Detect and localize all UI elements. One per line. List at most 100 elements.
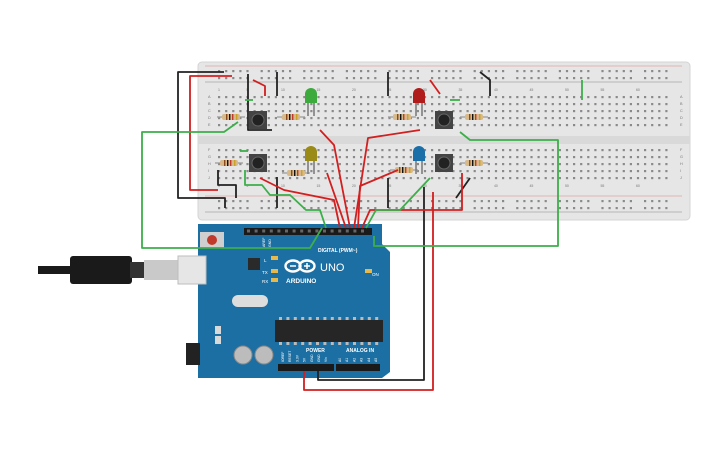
row-letter: H [680, 162, 683, 166]
column-number: 50 [565, 184, 569, 188]
column-number: 10 [281, 88, 285, 92]
wire-red-10 [361, 173, 463, 229]
column-number: 15 [316, 184, 320, 188]
column-number: 10 [281, 184, 285, 188]
crystal [232, 295, 268, 307]
column-number: 60 [636, 88, 640, 92]
wire-black-2 [247, 74, 272, 131]
analog-pin-label: A3 [360, 358, 364, 362]
leds[interactable] [305, 88, 425, 174]
brand-name: ARDUINO [286, 278, 316, 285]
analog-pin-label: A2 [352, 358, 356, 362]
breadboard[interactable]: 1155101015152020252530303535404045455050… [197, 61, 691, 221]
power-pin-label: GND [317, 354, 321, 362]
wires[interactable] [141, 71, 583, 391]
wire-red-1 [189, 75, 232, 191]
power-header [278, 364, 334, 371]
power-pin-label: IOREF [281, 352, 285, 362]
digital-pins [247, 229, 364, 233]
row-letter: E [680, 123, 683, 127]
pushbutton-2 [249, 154, 267, 172]
wire-red-2 [252, 79, 266, 96]
atmega-chip [275, 320, 383, 342]
row-letter: B [208, 102, 211, 106]
analog-header [336, 364, 380, 371]
column-number: 15 [316, 88, 320, 92]
reset-button[interactable] [207, 235, 217, 245]
row-letter: D [680, 116, 683, 120]
column-number: 40 [494, 184, 498, 188]
wire-red-4 [326, 172, 347, 229]
resistor-4[interactable] [282, 170, 310, 176]
row-letter: C [680, 109, 683, 113]
wire-green-3 [373, 131, 559, 247]
analog-label: ANALOG IN [346, 348, 374, 354]
capacitor-2 [254, 345, 274, 365]
wire-red-7 [429, 79, 441, 95]
pushbutton-3 [435, 111, 453, 129]
row-letter: D [208, 116, 211, 120]
analog-pin-label: A0 [338, 358, 342, 362]
resistor-5[interactable] [388, 114, 416, 120]
aref-label: AREF [262, 238, 266, 247]
digital-label: DIGITAL (PWM~) [318, 248, 358, 254]
column-number: 55 [600, 184, 604, 188]
row-letter: F [680, 148, 683, 152]
resistor-2[interactable] [277, 114, 305, 120]
pushbutton-4 [435, 154, 453, 172]
analog-pin-label: A1 [345, 358, 349, 362]
column-number: 35 [458, 88, 462, 92]
row-letter: C [208, 109, 211, 113]
led-green [305, 88, 317, 116]
wire-black-10 [455, 177, 471, 199]
power-pin-label: GND [310, 354, 314, 362]
resistor-7[interactable] [390, 167, 418, 173]
column-number: 30 [423, 88, 427, 92]
led-yellow [305, 146, 317, 174]
model-name: UNO [320, 262, 345, 274]
resistors [215, 114, 488, 176]
capacitor-1 [233, 345, 253, 365]
resistor-1[interactable] [217, 114, 245, 120]
resistor-8[interactable] [460, 160, 488, 166]
column-number: 50 [565, 88, 569, 92]
row-letter: G [680, 155, 683, 159]
column-number: 45 [529, 88, 533, 92]
pushbutton-1 [249, 111, 267, 129]
column-number: 1 [218, 88, 220, 92]
column-number: 60 [636, 184, 640, 188]
arduino-logo [284, 259, 316, 273]
analog-pin-label: A5 [374, 358, 378, 362]
row-letter: E [208, 123, 211, 127]
row-letter: A [680, 95, 683, 99]
row-letter: B [680, 102, 683, 106]
arduino-uno-board[interactable]: ARDUINO UNO ON L TX RX DIGITAL (PWM~) PO… [186, 224, 390, 378]
wire-red-3 [319, 129, 351, 229]
row-letter: J [680, 176, 682, 180]
row-letter: A [208, 95, 211, 99]
usb-cable[interactable] [38, 255, 207, 285]
resistor-3[interactable] [215, 160, 243, 166]
power-label: POWER [306, 348, 325, 354]
tx-label: TX [262, 270, 268, 275]
row-letter: I [680, 169, 681, 173]
wire-red-8 [303, 192, 434, 391]
on-label: ON [372, 272, 379, 277]
gnd-label: GND [268, 239, 272, 247]
wire-red-9 [259, 177, 341, 229]
wire-green-4 [365, 177, 431, 229]
row-letter: H [208, 162, 211, 166]
column-number: 20 [352, 184, 356, 188]
resistor-6[interactable] [460, 114, 488, 120]
usb-chip [248, 258, 260, 270]
pushbuttons[interactable] [249, 111, 453, 172]
column-number: 30 [423, 184, 427, 188]
row-letter: G [208, 155, 211, 159]
row-letter: J [208, 176, 210, 180]
led-red [413, 88, 425, 116]
led-blue [413, 146, 425, 174]
